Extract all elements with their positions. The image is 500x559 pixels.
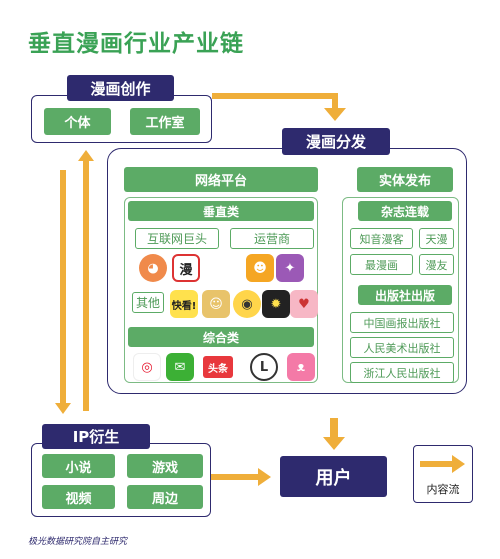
magazine-zhiyin: 知音漫客	[350, 228, 413, 249]
arrow-creation-to-distribution	[212, 93, 346, 121]
l-app-icon: L	[250, 353, 278, 381]
vertical-header: 垂直类	[128, 201, 314, 221]
distribution-header: 漫画分发	[282, 128, 390, 155]
magazine-manyou: 漫友	[419, 254, 454, 275]
online-platform-header: 网络平台	[124, 167, 318, 192]
pink-comic-app-icon: ♥	[290, 290, 318, 318]
kuaikan-app-icon: 快看!	[170, 290, 198, 318]
footer-source: 极光数据研究院自主研究	[28, 537, 128, 547]
physical-release-header: 实体发布	[357, 167, 453, 192]
ip-merchandise: 周边	[127, 485, 203, 509]
wechat-icon: ✉	[166, 353, 194, 381]
magazine-header: 杂志连载	[358, 201, 452, 221]
page-title: 垂直漫画行业产业链	[28, 31, 244, 57]
creation-header: 漫画创作	[67, 75, 174, 101]
yellow-eye-app-icon: ◉	[233, 290, 261, 318]
internet-giants-label: 互联网巨头	[135, 228, 219, 249]
legend-frame	[413, 445, 473, 503]
arrow-creation-to-ip	[55, 170, 71, 414]
general-header: 综合类	[128, 327, 314, 347]
legend-arrow	[420, 455, 465, 473]
purple-app-icon: ✦	[276, 254, 304, 282]
toutiao-icon: 头条	[203, 356, 233, 378]
magazine-zuimanhua: 最漫画	[350, 254, 413, 275]
press-peoples-fine-arts: 人民美术出版社	[350, 337, 454, 358]
arrow-ip-to-user	[210, 468, 271, 486]
weibo-icon: ◎	[133, 353, 161, 381]
monkey-app-icon: ☻	[246, 254, 274, 282]
creation-individual: 个体	[44, 108, 111, 135]
ip-video: 视频	[42, 485, 115, 509]
other-label: 其他	[132, 292, 164, 313]
user-box: 用户	[280, 456, 387, 497]
press-china-pictorial: 中国画报出版社	[350, 312, 454, 333]
pink-cat-app-icon: ᴥ	[287, 353, 315, 381]
ip-game: 游戏	[127, 454, 203, 478]
press-header: 出版社出版	[358, 285, 452, 305]
manhua-app-icon: 漫	[172, 254, 200, 282]
ip-novel: 小说	[42, 454, 115, 478]
ip-header: IP衍生	[42, 424, 150, 449]
operator-label: 运营商	[230, 228, 314, 249]
arrow-distribution-to-user	[323, 418, 345, 450]
arrow-ip-to-creation	[78, 150, 94, 411]
press-zhejiang-peoples: 浙江人民出版社	[350, 362, 454, 383]
magazine-tianman: 天漫	[419, 228, 454, 249]
girl-avatar-icon: ◕	[139, 254, 167, 282]
legend-label: 内容流	[426, 483, 460, 496]
online-platform-frame	[124, 197, 318, 383]
comic-app-icon: ☺	[202, 290, 230, 318]
creation-studio: 工作室	[130, 108, 200, 135]
star-app-icon: ✹	[262, 290, 290, 318]
